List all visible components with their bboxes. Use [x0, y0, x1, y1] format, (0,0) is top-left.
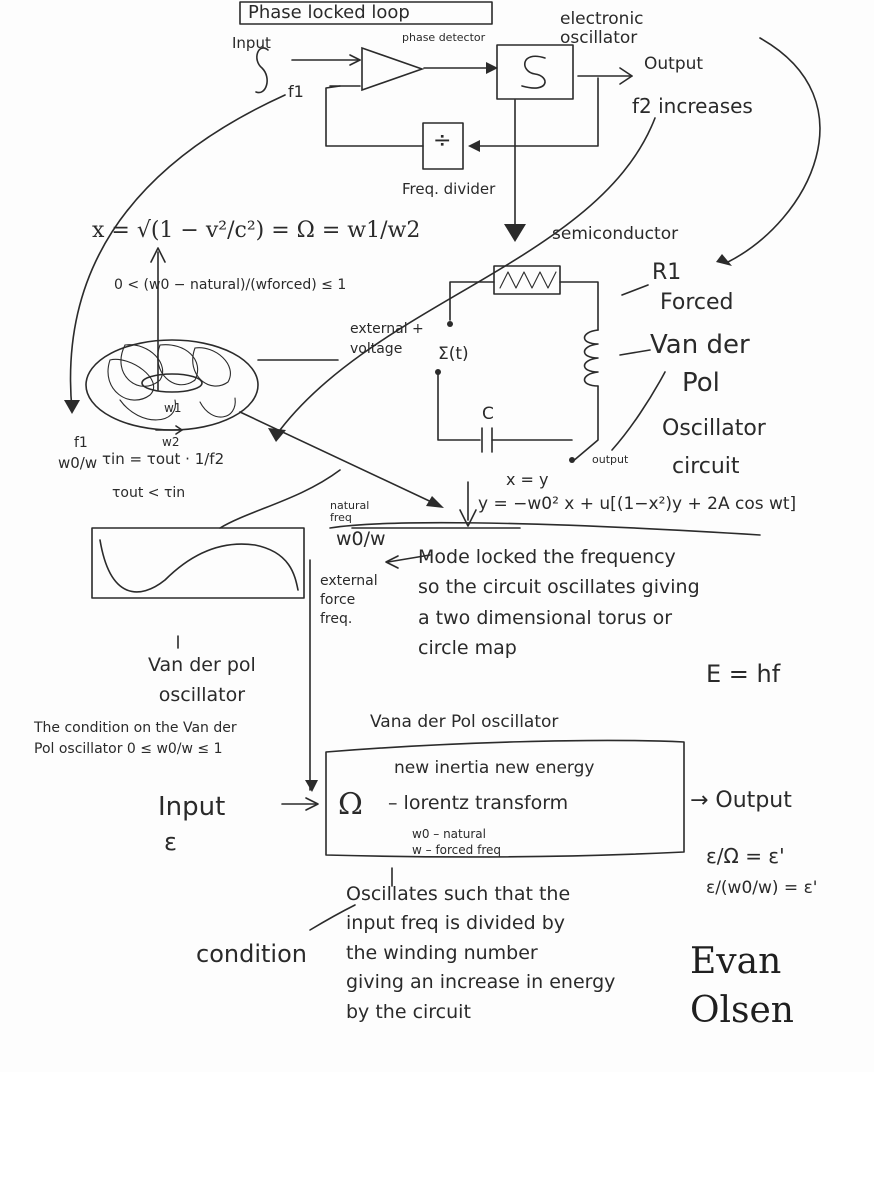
paper-edge: [0, 1072, 874, 1200]
f2-increases-label: f2 increases: [632, 94, 753, 118]
vdp-oscillator-label: Van der pol oscillator: [148, 654, 256, 707]
vdp-box: [325, 739, 685, 858]
inductor-coil: [583, 329, 599, 387]
pll-input-label: Input: [232, 34, 271, 52]
pol-label: Pol: [682, 368, 720, 398]
torus-outer: [85, 339, 259, 431]
sine-wave: [99, 539, 299, 593]
phase-detector-label: phase detector: [402, 31, 486, 44]
condition-label: condition: [196, 940, 307, 968]
ratio-condition: 0 < (w0 − natural)/(wforced) ≤ 1: [114, 277, 347, 293]
sine-wave-box: [91, 527, 305, 599]
energy-eq-1: ε/Ω = ε': [706, 844, 785, 868]
energy-eq-2: ε/(w0/w) = ε': [706, 878, 818, 898]
vdp-output-label: → Output: [690, 788, 792, 813]
f1-torus-label: f1: [74, 435, 88, 451]
lorentz-label: – lorentz transform: [388, 792, 569, 814]
vdp-box-title: Vana der Pol oscillator: [370, 712, 559, 732]
title-box: [239, 1, 493, 25]
x-eq-y: x = y: [506, 470, 549, 489]
oscillator-box: [496, 44, 574, 100]
natural-freq-label: natural freq: [330, 499, 370, 525]
emf-label: Σ(t): [438, 344, 469, 364]
w0-over-w-label: w0/w: [58, 454, 98, 472]
electronic-oscillator-label: electronic oscillator: [560, 9, 644, 48]
winding-note: Oscillates such that the input freq is d…: [346, 883, 616, 1023]
oscillator-label: Oscillator: [662, 416, 766, 441]
tau-inequality: τout < τin: [112, 485, 186, 501]
page-title: Phase locked loop: [248, 2, 410, 23]
w0-natural-label: w0 – natural: [412, 827, 486, 841]
phase-detector-triangle: [361, 46, 425, 92]
divider-symbol: ÷: [433, 128, 452, 153]
forced-label: Forced: [660, 290, 734, 315]
capacitor-label: C: [482, 404, 494, 424]
signature: Evan Olsen: [690, 941, 794, 1031]
epsilon-label: ε: [164, 828, 177, 856]
circuit-label: circuit: [672, 454, 740, 479]
output-node-label: output: [592, 453, 629, 466]
w0-w-label: w0/w: [336, 528, 386, 550]
new-inertia-label: new inertia new energy: [394, 758, 595, 778]
external-voltage-label: external + voltage: [350, 321, 424, 357]
torus-inner: [141, 373, 203, 393]
x-equation: x = √(1 − v²/c²) = Ω = w1/w2: [92, 218, 421, 243]
van-der-label: Van der: [650, 330, 750, 360]
vdp-condition-text: The condition on the Van der Pol oscilla…: [34, 720, 237, 757]
tau-equation: τin = τout · 1/f2: [102, 450, 225, 468]
external-force-freq-label: external force freq.: [320, 573, 378, 627]
mode-locked-text: Mode locked the frequency so the circuit…: [418, 546, 700, 660]
omega-symbol: Ω: [338, 787, 363, 822]
semiconductor-resistor: [493, 265, 561, 295]
vdp-equation: y = −w0² x + u[(1−x²)y + 2A cos wt]: [478, 494, 797, 514]
w2-label: w2: [162, 435, 180, 449]
w-forced-label: w – forced freq: [412, 843, 501, 857]
pll-f1-label: f1: [288, 82, 304, 101]
w1-label: w1: [164, 401, 182, 415]
vdp-input-label: Input: [158, 792, 226, 822]
freq-divider-label: Freq. divider: [402, 180, 496, 198]
input-sine-icon: [255, 47, 269, 94]
oscillator-s-icon: [521, 55, 546, 89]
e-hf-label: E = hf: [706, 660, 781, 688]
pll-output-label: Output: [644, 54, 704, 74]
r1-label: R1: [652, 260, 682, 285]
semiconductor-label: semiconductor: [552, 224, 679, 244]
